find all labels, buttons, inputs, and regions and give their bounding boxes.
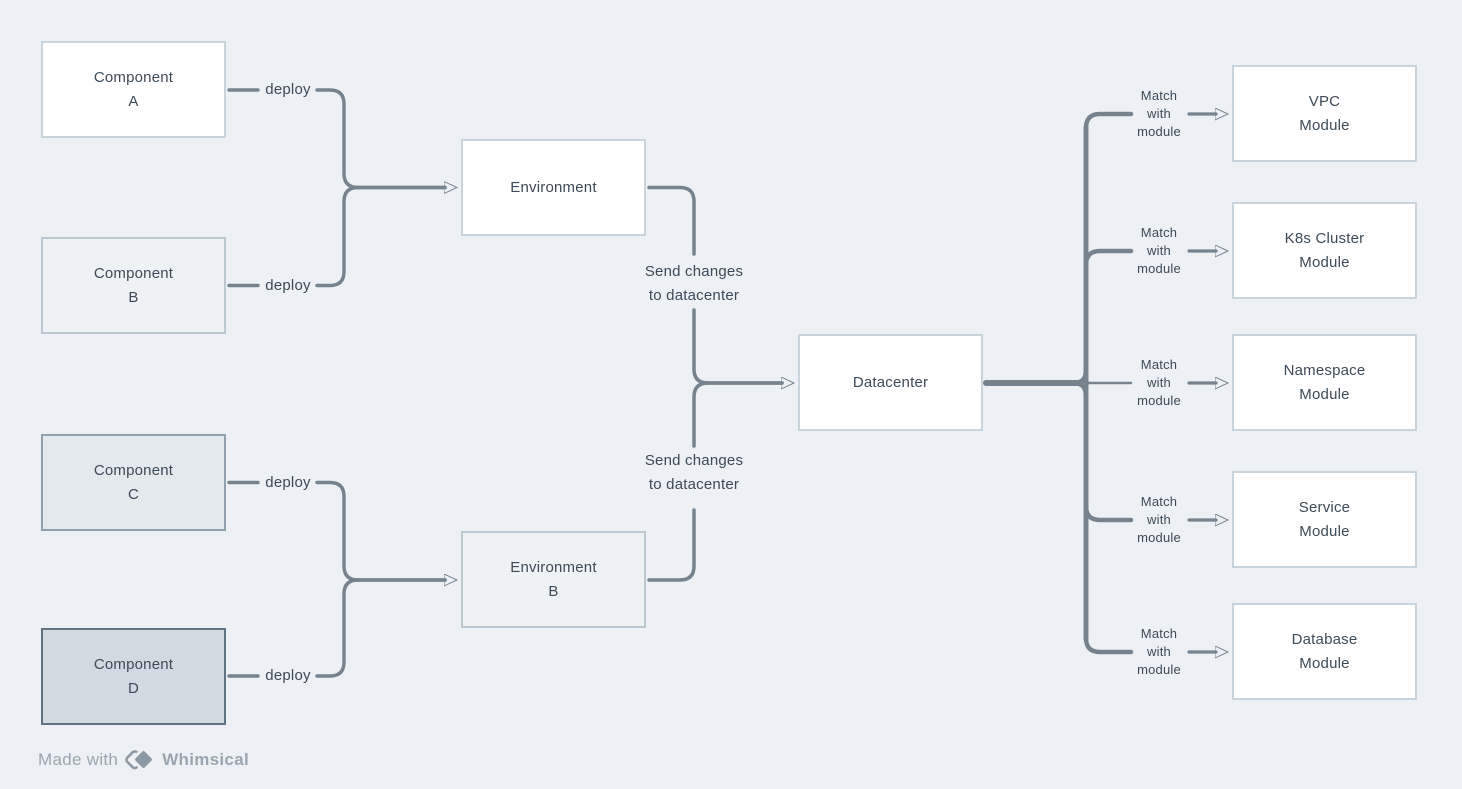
node-component-b[interactable]: Component B xyxy=(41,237,226,334)
edge-branch-service xyxy=(1083,503,1134,523)
node-namespace-module[interactable]: Namespace Module xyxy=(1232,334,1417,431)
node-vpc-module[interactable]: VPC Module xyxy=(1232,65,1417,162)
node-database-module-label: Database Module xyxy=(1291,630,1358,672)
node-datacenter-label: Datacenter xyxy=(852,373,929,391)
node-component-c[interactable]: Component C xyxy=(41,434,226,531)
edge-component-a-to-environment xyxy=(315,88,360,190)
edge-environment-b-up xyxy=(692,381,710,448)
node-component-a[interactable]: Component A xyxy=(41,41,226,138)
node-namespace-module-label: Namespace Module xyxy=(1283,361,1366,403)
edge-component-b-to-environment xyxy=(315,185,360,288)
watermark-prefix: Made with xyxy=(38,750,119,769)
node-component-d[interactable]: Component D xyxy=(41,628,226,725)
edge-component-c-to-environment-b xyxy=(315,480,360,582)
node-k8s-cluster-module[interactable]: K8s Cluster Module xyxy=(1232,202,1417,299)
node-service-module-label: Service Module xyxy=(1298,498,1351,540)
node-vpc-module-label: VPC Module xyxy=(1299,92,1350,134)
edge-label-match-vpc: Match with module xyxy=(1137,88,1181,139)
edge-label-send-changes-bottom: Send changes to datacenter xyxy=(644,452,744,493)
node-component-b-label: Component B xyxy=(93,264,174,306)
whimsical-watermark[interactable]: Made with Whimsical xyxy=(38,745,249,775)
whimsical-logo-icon xyxy=(124,745,156,775)
edge-label-deploy-b: deploy xyxy=(265,276,311,294)
node-environment[interactable]: Environment xyxy=(461,139,646,236)
edge-label-deploy-c: deploy xyxy=(265,473,311,491)
edge-label-match-service: Match with module xyxy=(1137,494,1181,545)
node-environment-b-label: Environment B xyxy=(510,558,597,600)
edge-branch-database xyxy=(1083,635,1134,655)
node-service-module[interactable]: Service Module xyxy=(1232,471,1417,568)
edge-branch-k8s xyxy=(1083,248,1134,268)
edge-label-send-changes-top: Send changes to datacenter xyxy=(644,263,744,304)
watermark-brand: Whimsical xyxy=(162,750,249,769)
edge-label-match-k8s: Match with module xyxy=(1137,225,1181,276)
edge-label-deploy-d: deploy xyxy=(265,667,311,684)
node-environment-label: Environment xyxy=(510,178,597,196)
edge-environment-b-out xyxy=(647,508,696,582)
node-k8s-cluster-module-label: K8s Cluster Module xyxy=(1284,229,1365,271)
edge-branch-vpc xyxy=(1083,111,1134,131)
edge-label-match-database: Match with module xyxy=(1137,626,1181,677)
edge-component-d-to-environment-b xyxy=(315,578,360,678)
node-component-c-label: Component C xyxy=(93,461,174,503)
node-component-d-label: Component D xyxy=(93,655,174,697)
edge-environment-down xyxy=(692,308,710,385)
edge-label-match-namespace: Match with module xyxy=(1137,357,1181,408)
edge-environment-out xyxy=(647,185,696,256)
node-database-module[interactable]: Database Module xyxy=(1232,603,1417,700)
edge-label-deploy-a: deploy xyxy=(265,81,311,98)
node-datacenter[interactable]: Datacenter xyxy=(798,334,983,431)
node-component-a-label: Component A xyxy=(93,68,174,110)
node-environment-b[interactable]: Environment B xyxy=(461,531,646,628)
